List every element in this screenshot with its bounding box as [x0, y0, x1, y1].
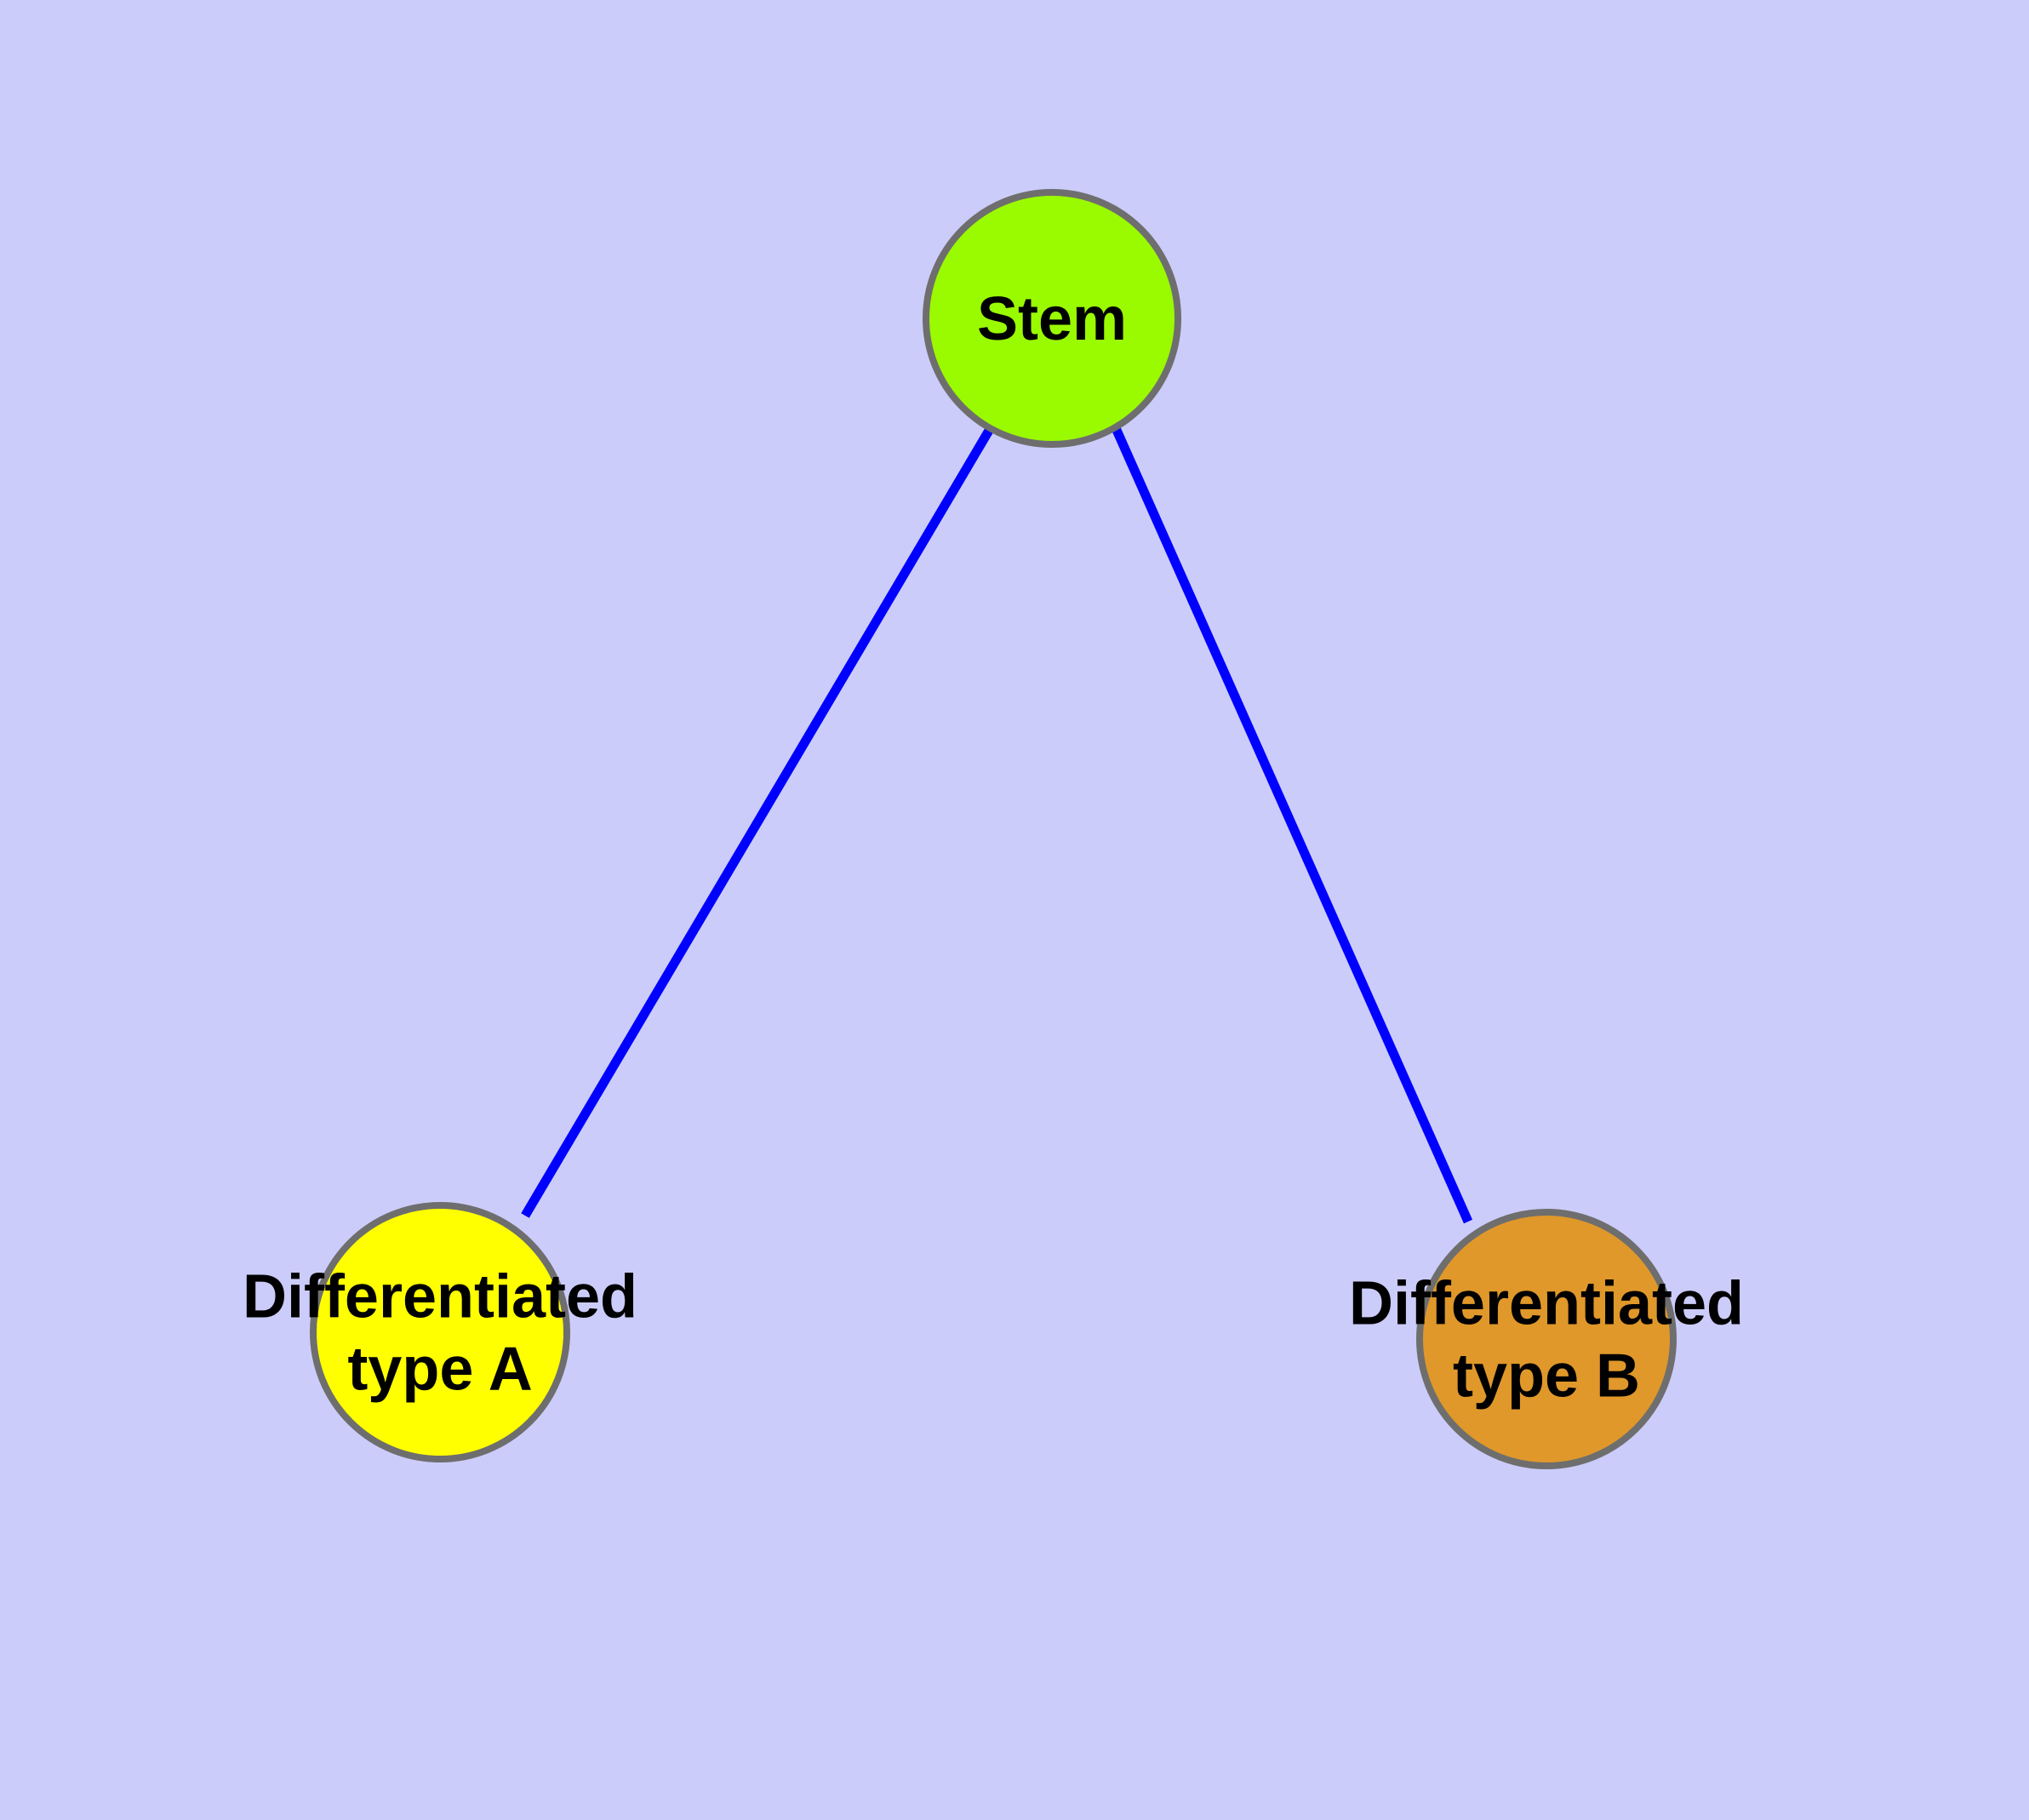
graph-edge[interactable]: [521, 426, 994, 1218]
edges-layer: [521, 426, 1473, 1224]
graph-node-diff_b[interactable]: [1416, 1209, 1677, 1469]
graph-node-diff_a[interactable]: [310, 1202, 570, 1462]
node-label-line: Differentiated: [243, 1263, 637, 1331]
node-label-line: Differentiated: [1349, 1270, 1744, 1338]
node-label-line: type B: [1453, 1342, 1640, 1411]
graph-node-stem[interactable]: [923, 189, 1181, 448]
nodes-layer: [310, 189, 1677, 1469]
graph-node-label-stem: Stem: [977, 285, 1127, 353]
node-label-line: Stem: [977, 285, 1127, 353]
graph-edge[interactable]: [1111, 426, 1473, 1224]
node-label-line: type A: [347, 1336, 532, 1404]
